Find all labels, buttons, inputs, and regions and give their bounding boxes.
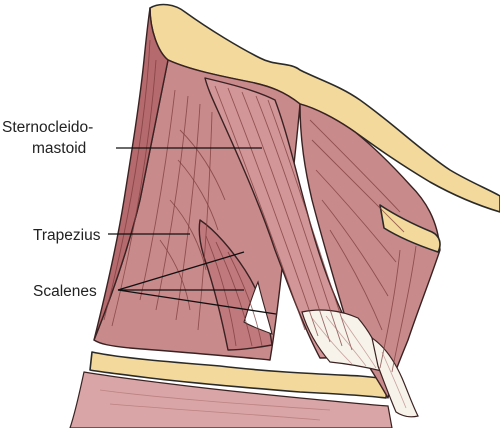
scalenes-leader-1 bbox=[117, 251, 245, 291]
posterior-neck bbox=[93, 7, 169, 341]
muscle-fibers bbox=[103, 39, 417, 409]
scapula-band bbox=[379, 204, 441, 253]
shoulder-muscle-group bbox=[299, 103, 441, 399]
label-trapezius: Trapezius bbox=[33, 227, 101, 244]
scalenes-leader-3 bbox=[117, 289, 277, 315]
label-scalenes: Scalenes bbox=[33, 283, 97, 300]
leader-lines bbox=[108, 147, 277, 315]
label-sternocleidomastoid-1: Sternocleido- bbox=[2, 119, 93, 136]
clavicular-tendon bbox=[371, 336, 419, 418]
label-sternocleidomastoid-2: mastoid bbox=[32, 140, 86, 157]
chest-region bbox=[69, 371, 393, 428]
